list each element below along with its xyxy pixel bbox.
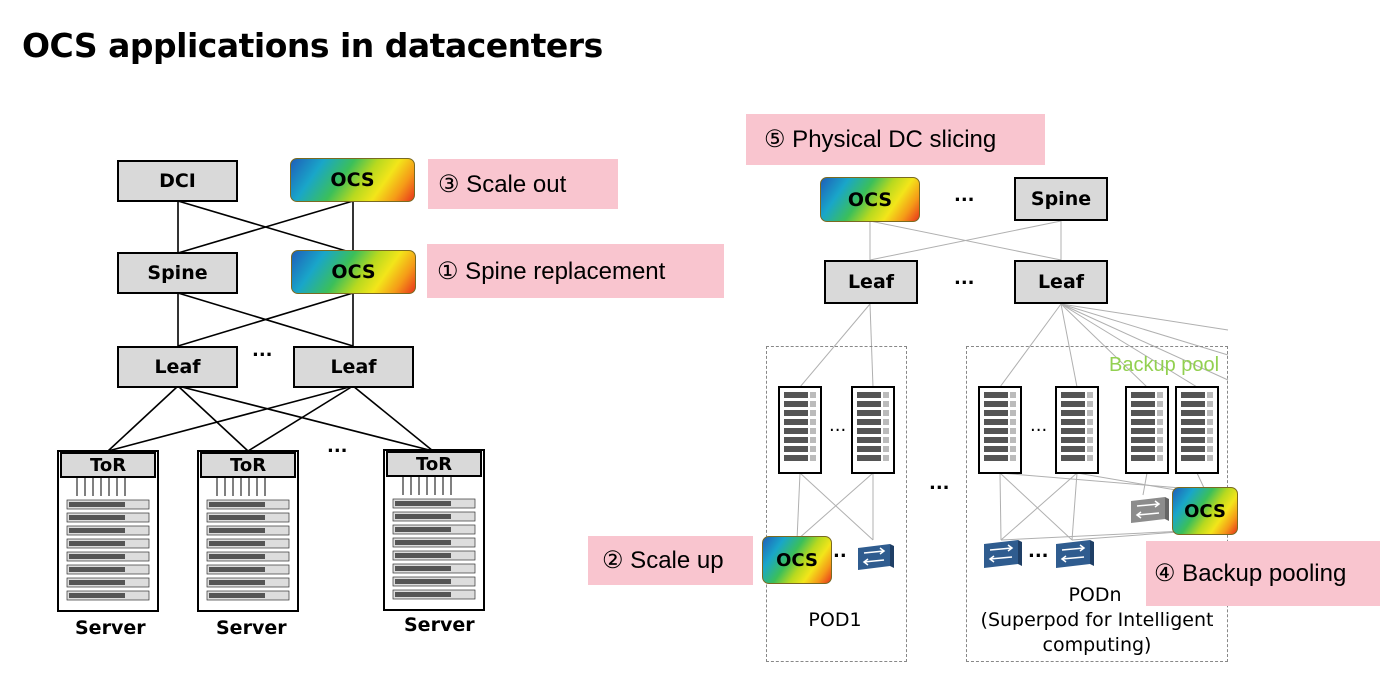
server-label-3: Server: [404, 614, 475, 636]
spine-node-left: Spine: [117, 252, 238, 294]
rack-2-ports: [206, 478, 290, 601]
leaf-node-right-1: Leaf: [824, 260, 918, 304]
podn-subtitle-1: (Superpod for Intelligent: [980, 609, 1214, 631]
server-label-2: Server: [216, 617, 287, 639]
pod1-server-1: [778, 386, 822, 474]
podn-server-2: [1055, 386, 1099, 474]
callout-scale-up: ② Scale up: [588, 536, 753, 585]
page-title: OCS applications in datacenters: [22, 26, 603, 65]
leaf-node-left-1: Leaf: [117, 346, 238, 388]
ellipsis-tor-left: ...: [327, 436, 348, 457]
ocs-node-top-left: OCS: [290, 158, 415, 202]
switch-icon-podn-1: [980, 538, 1022, 570]
ellipsis-podn-switch: ...: [1028, 541, 1049, 562]
ocs-node-pod1: OCS: [762, 536, 832, 584]
leaf-node-right-2: Leaf: [1014, 260, 1108, 304]
switch-icon-gray-graphic: [1131, 497, 1169, 523]
ellipsis-spine-right: ...: [954, 185, 975, 206]
ocs-node-top-right: OCS: [820, 177, 920, 222]
dci-node: DCI: [117, 160, 238, 202]
tor-node-3: ToR: [386, 451, 482, 477]
spine-node-right: Spine: [1014, 177, 1108, 221]
ellipsis-leaf-right: ...: [954, 268, 975, 289]
callout-spine-replacement: ① Spine replacement: [427, 244, 724, 298]
ellipsis-podn-servers: ...: [1030, 415, 1048, 436]
tor-node-1: ToR: [60, 452, 156, 478]
switch-icon-podn-2: [1052, 538, 1094, 570]
ellipsis-leaf-left: ...: [252, 340, 273, 361]
ocs-node-spine-left: OCS: [291, 250, 416, 294]
podn-subtitle-2: computing): [1042, 634, 1152, 656]
podn-server-1: [978, 386, 1022, 474]
switch-icon-gray: [1127, 495, 1169, 525]
leaf-node-left-2: Leaf: [293, 346, 414, 388]
callout-scale-out: ③ Scale out: [428, 159, 618, 209]
server-label-1: Server: [75, 617, 146, 639]
switch-icon-graphic: [858, 544, 894, 570]
server-slots: [1181, 392, 1213, 461]
backup-pool-label: Backup pool: [1109, 354, 1220, 376]
server-slots: [1061, 392, 1093, 461]
rack-1-ports: [66, 478, 150, 601]
server-slots: [984, 392, 1016, 461]
ellipsis-pod1-switch: ..: [833, 541, 847, 562]
pod1-label: POD1: [808, 609, 862, 631]
rack-3-ports: [392, 477, 476, 600]
server-slots: [784, 392, 816, 461]
backup-server-1: [1125, 386, 1169, 474]
ellipsis-pod1-servers: ...: [829, 415, 847, 436]
ocs-node-podn: OCS: [1172, 487, 1238, 535]
backup-server-2: [1175, 386, 1219, 474]
callout-backup-pooling: ④ Backup pooling: [1146, 541, 1380, 606]
server-slots: [1131, 392, 1163, 461]
switch-icon: [854, 542, 894, 572]
callout-physical-dc-slicing: ⑤ Physical DC slicing: [746, 114, 1045, 165]
pod1-boundary: [766, 346, 907, 662]
pod1-server-2: [851, 386, 895, 474]
switch-icon-podn-1-graphic: [984, 540, 1022, 568]
podn-label: PODn: [1068, 584, 1122, 606]
switch-icon-podn-2-graphic: [1056, 540, 1094, 568]
ellipsis-pods: ...: [929, 473, 950, 494]
server-slots: [857, 392, 889, 461]
tor-node-2: ToR: [200, 452, 296, 478]
